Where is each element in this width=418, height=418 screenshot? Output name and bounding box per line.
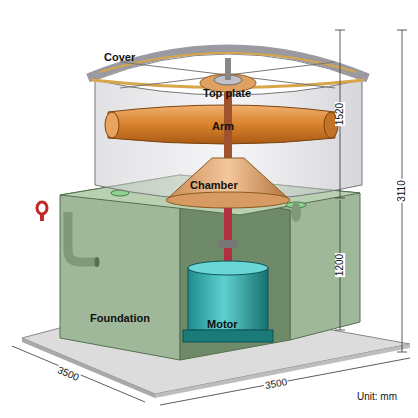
chamber-wall xyxy=(95,80,362,200)
dimension: 3110 xyxy=(397,179,407,203)
pipe xyxy=(68,212,96,262)
foundation-block xyxy=(60,175,360,360)
arm xyxy=(108,105,335,144)
coupling xyxy=(218,240,238,248)
part-name: Arm xyxy=(212,121,234,132)
dimension: 3500 xyxy=(263,377,289,391)
motor-base xyxy=(183,330,273,342)
unit-note: Unit: mm xyxy=(356,392,398,402)
part-name: Foundation xyxy=(90,313,150,324)
part-name: Top plate xyxy=(203,88,251,99)
motor xyxy=(188,268,268,330)
lifting-eye xyxy=(40,213,44,221)
dimension-lines xyxy=(12,30,410,405)
part-name: Cover xyxy=(104,52,135,63)
shaft xyxy=(225,58,231,80)
dimension: 3500 xyxy=(55,365,81,384)
pipe xyxy=(291,202,301,222)
dimension: 1520 xyxy=(335,102,345,126)
pipe-end xyxy=(95,257,100,267)
part-name: Motor xyxy=(207,319,238,330)
dimension: 1200 xyxy=(335,253,345,277)
cone-flange xyxy=(166,192,290,208)
arm-end xyxy=(105,112,119,138)
lifting-eye xyxy=(37,202,47,214)
part-name: Chamber xyxy=(190,180,238,191)
foundation-pit xyxy=(180,195,290,360)
motor-top xyxy=(188,261,268,275)
